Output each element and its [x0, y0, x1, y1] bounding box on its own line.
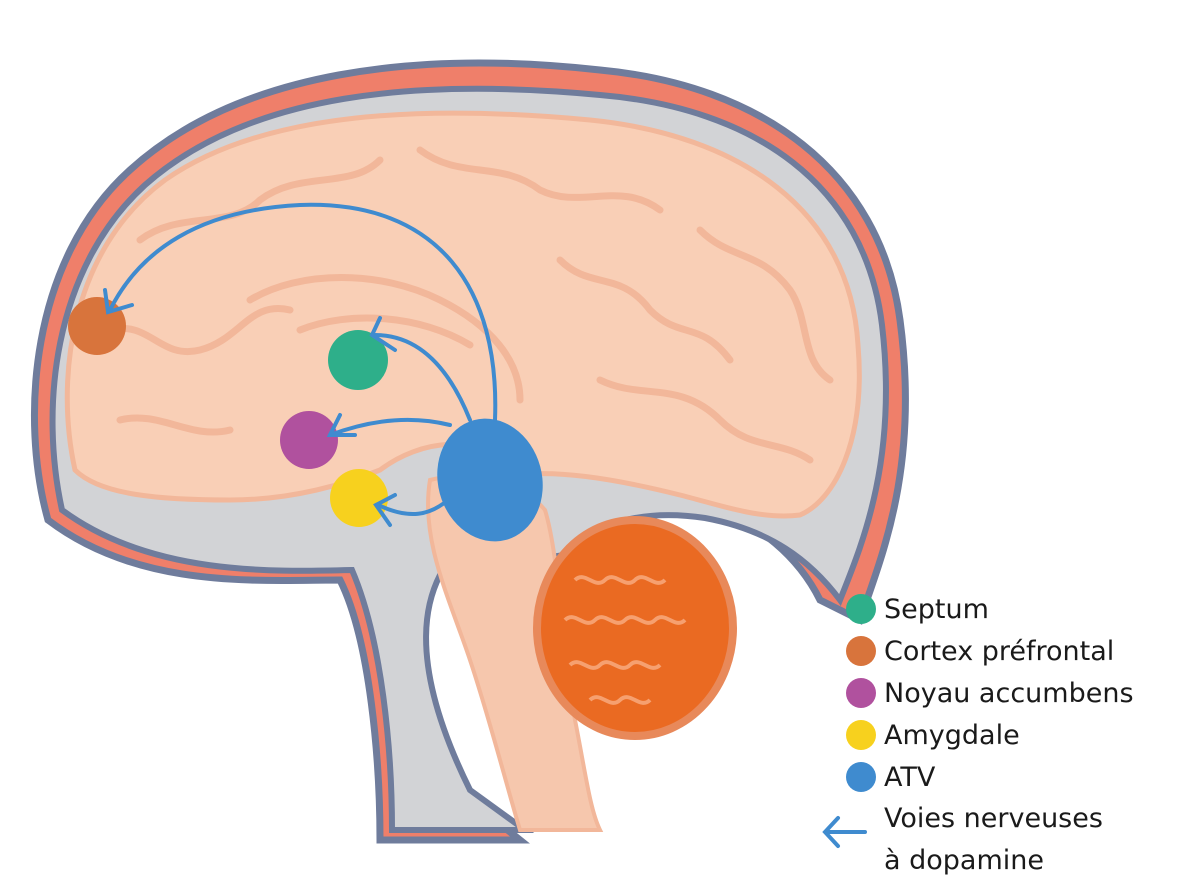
- legend-label: ATV: [884, 761, 936, 793]
- pathway-to-amygdale-head: [373, 493, 397, 527]
- amygdale-dot-icon: [846, 720, 876, 750]
- accumbens-dot-icon: [846, 678, 876, 708]
- cerebellum-folds: [563, 575, 687, 705]
- legend-label: Cortex préfrontal: [884, 635, 1115, 667]
- brainstem: [426, 474, 604, 832]
- pathway-to-accumbens-head: [326, 413, 357, 437]
- pathway-label-line2: à dopamine: [884, 845, 1044, 876]
- legend-item-septum: Septum: [846, 588, 1134, 630]
- legend: Septum Cortex préfrontal Noyau accumbens…: [846, 588, 1134, 798]
- legend-pathway-label: Voies nerveuses à dopamine: [884, 798, 1103, 882]
- region-septum: [328, 330, 388, 390]
- pathway-to-accumbens: [328, 417, 452, 437]
- cerebellum: [533, 516, 737, 740]
- pathway-to-amygdale: [376, 498, 450, 517]
- legend-label: Amygdale: [884, 719, 1020, 751]
- septum-dot-icon: [846, 594, 876, 624]
- cortex-dot-icon: [846, 636, 876, 666]
- legend-label: Septum: [884, 593, 989, 625]
- gyri-lines: [106, 146, 834, 464]
- pathway-to-cortex: [108, 202, 498, 422]
- region-cortex-prefrontal: [68, 297, 126, 355]
- region-noyau-accumbens: [280, 411, 338, 469]
- region-amygdale: [330, 469, 388, 527]
- pathway-to-septum: [373, 333, 472, 422]
- region-atv: [437, 418, 543, 542]
- pathway-to-cortex-head: [103, 288, 134, 315]
- legend-item-noyau-accumbens: Noyau accumbens: [846, 672, 1134, 714]
- pathway-label-line1: Voies nerveuses: [884, 803, 1103, 834]
- legend-item-atv: ATV: [846, 756, 1134, 798]
- legend-label: Noyau accumbens: [884, 677, 1134, 709]
- atv-dot-icon: [846, 762, 876, 792]
- arrow-left-icon: [822, 816, 867, 848]
- legend-item-amygdale: Amygdale: [846, 714, 1134, 756]
- legend-item-cortex-prefrontal: Cortex préfrontal: [846, 630, 1134, 672]
- pathway-to-septum-head: [369, 316, 397, 352]
- dopamine-pathways: [103, 202, 498, 527]
